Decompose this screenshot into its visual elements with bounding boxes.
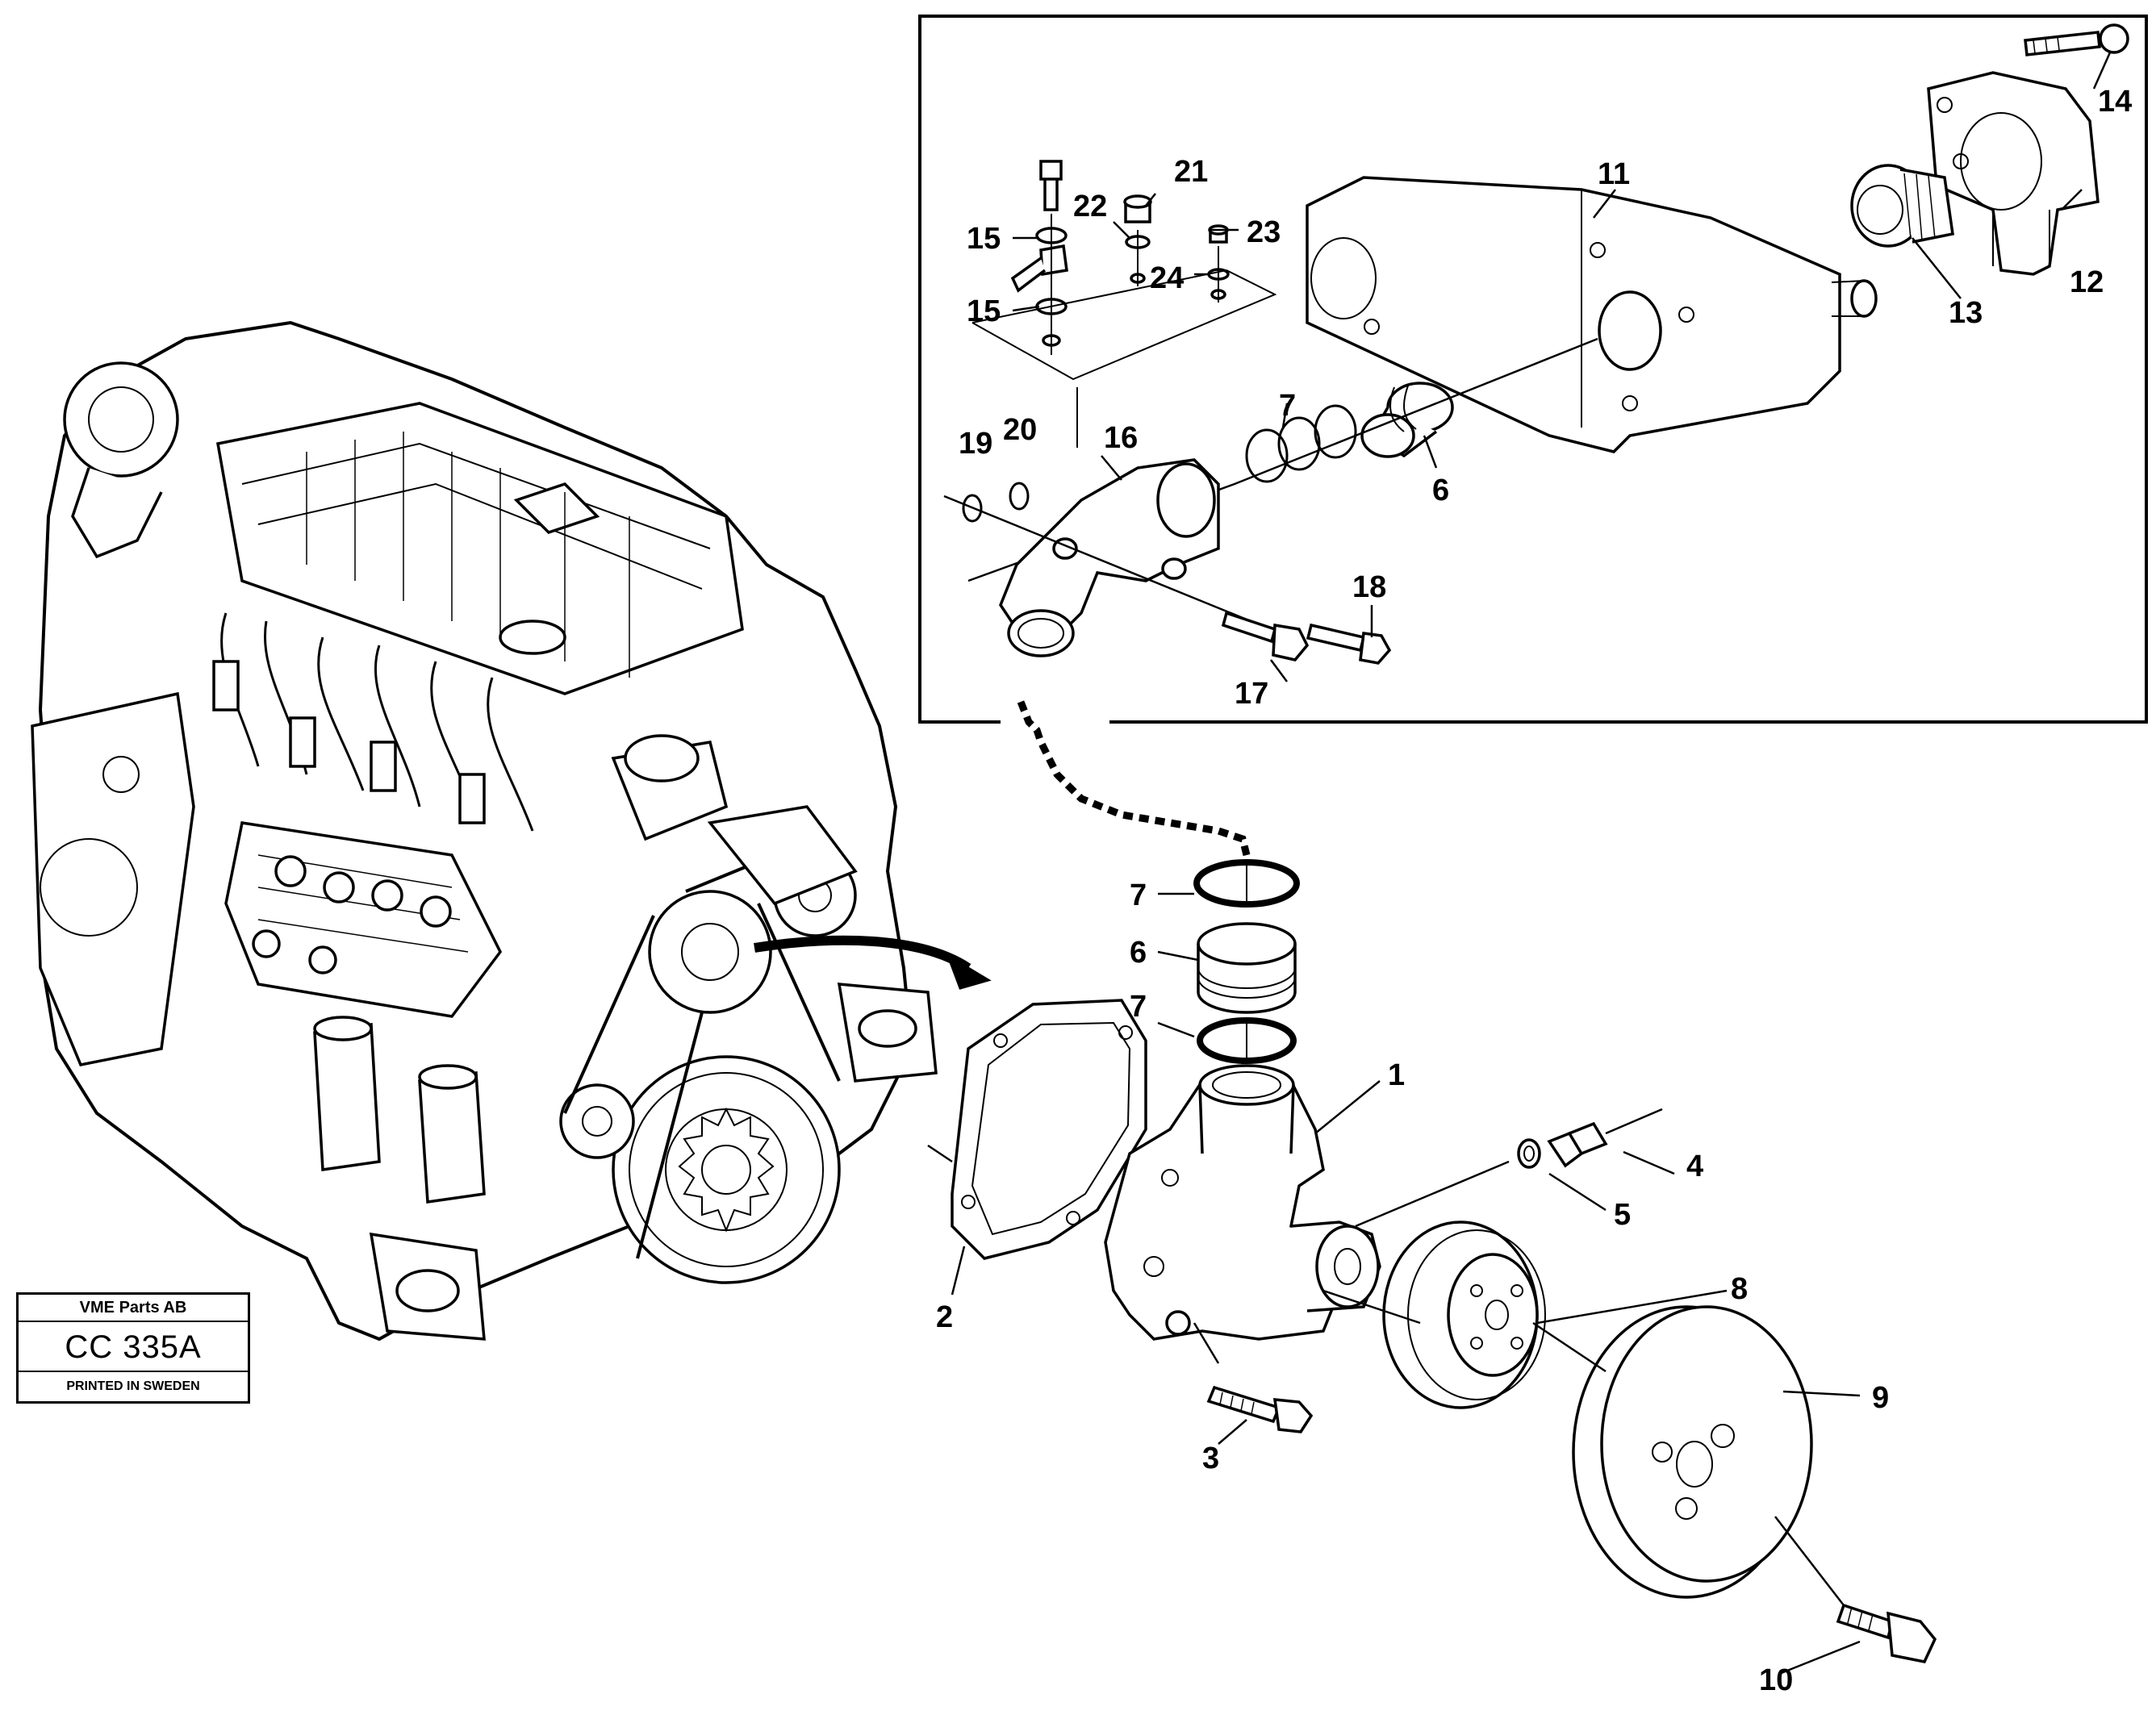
callout-16: 16 (1104, 421, 1138, 455)
callout-7-inset: 7 (1279, 389, 1296, 423)
callout-21: 21 (1174, 155, 1208, 189)
part-1-water-pump-housing (1104, 1064, 1510, 1341)
part-21-plug (1123, 194, 1152, 223)
callout-19: 19 (959, 427, 992, 461)
callout-15-lower: 15 (967, 294, 1001, 328)
callout-17: 17 (1235, 677, 1268, 711)
callout-5: 5 (1614, 1198, 1631, 1232)
callout-23: 23 (1247, 215, 1281, 249)
callout-numbers: 1 2 3 4 5 6 6 7 7 7 8 9 10 11 12 13 14 1… (936, 85, 2132, 1697)
callout-22: 22 (1073, 190, 1107, 223)
part-16-water-pipe (999, 458, 1220, 657)
callout-20: 20 (1003, 413, 1037, 447)
part-11-thermostat-housing (1306, 176, 1878, 453)
callout-4: 4 (1686, 1150, 1703, 1183)
callout-3: 3 (1202, 1442, 1219, 1475)
part-7-o-rings-inset (1245, 404, 1357, 483)
callout-18: 18 (1352, 570, 1386, 604)
inset-pipe-axis (943, 494, 1251, 623)
callout-11: 11 (1598, 157, 1630, 191)
part-15-banjo-fitting (1010, 160, 1068, 355)
part-5-sealing-washer (1517, 1138, 1541, 1169)
assembly-axis-line (1322, 1289, 1845, 1606)
part-22-washer (1125, 230, 1151, 286)
part-10-bolt (1836, 1603, 1937, 1663)
part-6-sleeve-inset (1360, 382, 1454, 458)
part-6-sleeve (1197, 922, 1297, 1014)
part-13-thermostat (1850, 164, 1954, 248)
part-19-o-ring (962, 494, 983, 523)
callout-8: 8 (1731, 1272, 1748, 1306)
part-2-gasket (927, 999, 1147, 1260)
part-18-bolt (1306, 623, 1392, 665)
callout-12: 12 (2070, 265, 2104, 299)
callout-24: 24 (1150, 261, 1184, 295)
part-7-o-ring-upper (1193, 859, 1300, 908)
callout-7-lower: 7 (1130, 990, 1147, 1024)
title-block: VME Parts AB CC 335A PRINTED IN SWEDEN (16, 1292, 250, 1404)
part-7-o-ring-lower (1197, 1017, 1297, 1064)
drawing-code: CC 335A (19, 1322, 248, 1372)
detail-inset-frame (918, 15, 2148, 857)
part-8-hub-pulley (1382, 1221, 1546, 1409)
callout-9: 9 (1872, 1381, 1889, 1415)
callout-15-upper: 15 (967, 222, 1001, 256)
company-name: VME Parts AB (19, 1295, 248, 1322)
callout-10: 10 (1759, 1663, 1793, 1697)
callout-13: 13 (1949, 296, 1983, 330)
part-14-bolt (2024, 23, 2129, 56)
callout-2: 2 (936, 1300, 953, 1334)
part-17-bolt (1221, 611, 1310, 661)
part-4-temperature-sensor (1547, 1108, 1663, 1168)
callout-7-upper: 7 (1130, 878, 1147, 912)
pointer-arrow (754, 935, 992, 990)
callout-6: 6 (1130, 936, 1147, 970)
part-24-washer (1207, 246, 1230, 303)
part-9-pulley (1572, 1305, 1813, 1599)
part-20-o-ring (1009, 482, 1030, 511)
connection-dashed-line (1017, 700, 1251, 857)
part-3-bolt (1193, 1322, 1314, 1433)
leader-lines (951, 52, 2112, 1675)
callout-1: 1 (1388, 1058, 1405, 1092)
part-23-plug (1208, 224, 1229, 244)
printed-in-note: PRINTED IN SWEDEN (66, 1379, 200, 1393)
callout-14: 14 (2098, 85, 2132, 119)
callout-6-inset: 6 (1432, 474, 1449, 507)
part-12-thermostat-cover (1927, 71, 2100, 276)
detail-bracket-lines (971, 269, 1277, 381)
engine-assembly-illustration (31, 320, 938, 1342)
